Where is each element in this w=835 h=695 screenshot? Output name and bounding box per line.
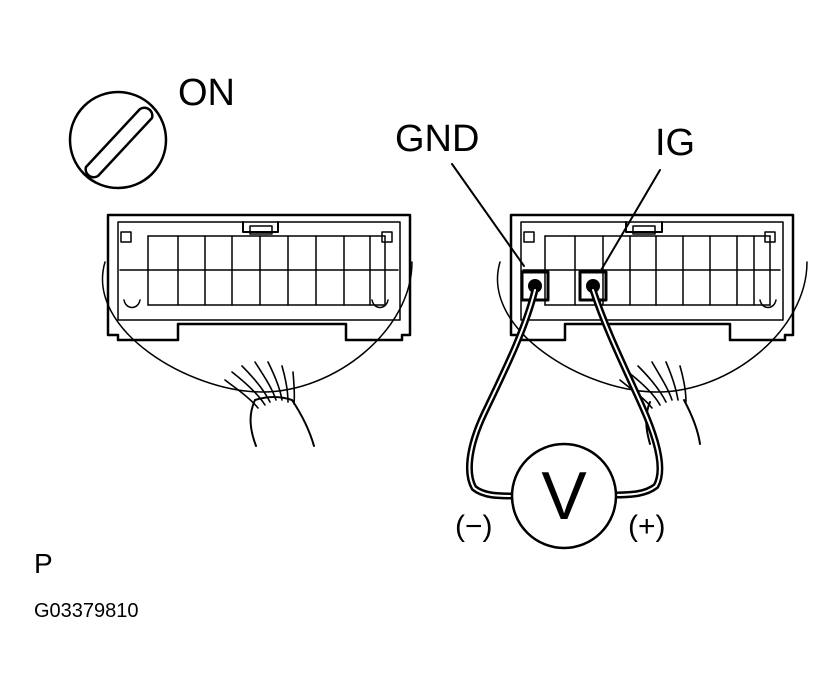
ig-leader-line bbox=[599, 169, 661, 273]
probe-lead-positive bbox=[589, 286, 664, 499]
voltmeter-symbol: V bbox=[541, 458, 587, 534]
positive-polarity-label: (+) bbox=[628, 510, 666, 543]
figure-code: G03379810 bbox=[34, 600, 139, 622]
ig-terminal-label: IG bbox=[655, 122, 696, 164]
ignition-on-label: ON bbox=[178, 72, 235, 114]
negative-polarity-label: (−) bbox=[455, 510, 493, 543]
corner-letter: P bbox=[34, 548, 53, 579]
gnd-terminal-label: GND bbox=[395, 118, 480, 160]
connector-right bbox=[496, 213, 808, 445]
probe-lead-negative bbox=[465, 286, 539, 500]
ignition-key-switch-icon bbox=[68, 90, 168, 190]
gnd-leader-line bbox=[451, 163, 525, 267]
voltmeter-icon bbox=[510, 442, 618, 550]
connector-left bbox=[101, 213, 413, 447]
